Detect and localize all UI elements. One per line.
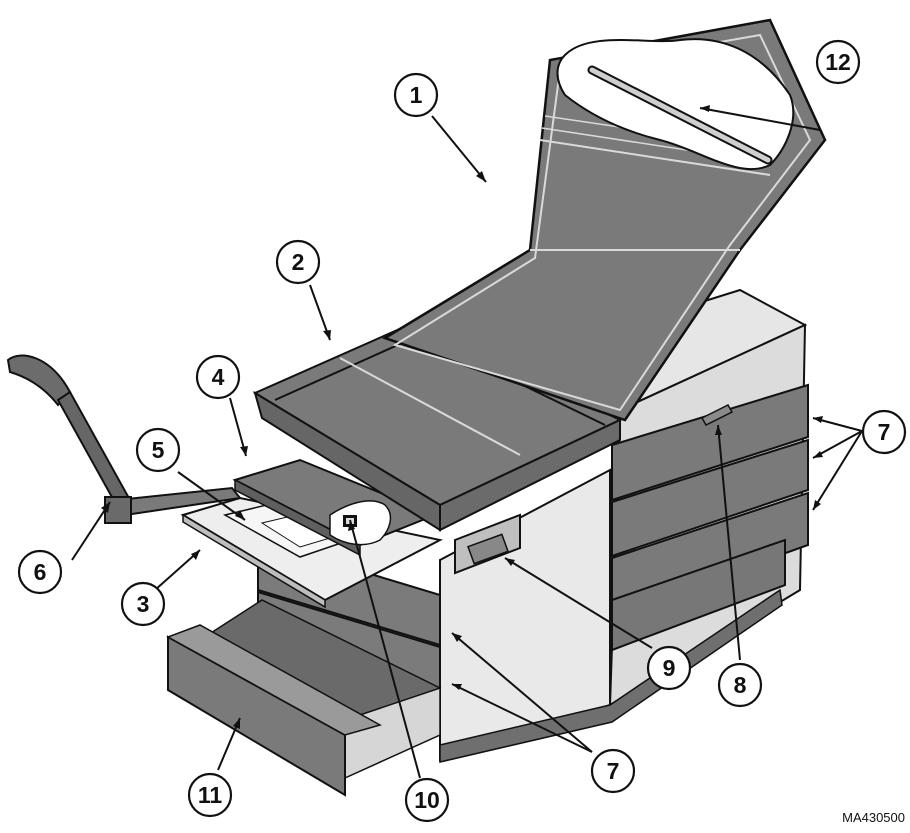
callout-12: 12 xyxy=(815,39,861,85)
seat-cushion-side xyxy=(439,418,621,532)
stirrup-arm xyxy=(56,390,132,510)
callout-1-label: 1 xyxy=(410,82,423,108)
step-drawer xyxy=(166,599,442,797)
callout-5-label: 5 xyxy=(152,437,165,463)
stirrup-clamp xyxy=(104,496,132,524)
callout-7-right-label: 7 xyxy=(878,419,891,445)
callout-5: 5 xyxy=(135,427,181,473)
cabinet-base xyxy=(439,588,783,763)
release-handle xyxy=(700,404,734,426)
step-drawer-top-edge xyxy=(166,624,382,736)
callout-8: 8 xyxy=(717,662,763,708)
callout-7-right: 7 xyxy=(861,409,907,455)
figure-code: MA430500 xyxy=(842,810,905,825)
callout-12-label: 12 xyxy=(825,49,851,75)
callout-1: 1 xyxy=(393,72,439,118)
callout-2: 2 xyxy=(275,239,321,285)
callout-9: 9 xyxy=(646,645,692,691)
callout-10: 10 xyxy=(404,777,450,823)
right-drawer-lower xyxy=(611,538,786,652)
callout-4: 4 xyxy=(195,354,241,400)
tray-front-edge xyxy=(182,513,326,609)
callout-7-bottom-label: 7 xyxy=(607,758,620,784)
callout-7-bottom: 7 xyxy=(590,748,636,794)
receptacle xyxy=(454,513,521,575)
footrest-tray xyxy=(180,496,443,609)
right-drawer-middle xyxy=(611,438,809,558)
callout-4-label: 4 xyxy=(212,364,225,390)
callout-11-label: 11 xyxy=(198,782,223,808)
callout-8-label: 8 xyxy=(734,672,747,698)
callout-6: 6 xyxy=(17,549,63,595)
callout-3: 3 xyxy=(120,581,166,627)
right-drawers xyxy=(611,383,809,652)
backrest-cutaway xyxy=(556,38,795,171)
callout-9-label: 9 xyxy=(663,655,676,681)
callout-11: 11 xyxy=(187,772,233,818)
callout-10-label: 10 xyxy=(414,787,440,813)
right-drawer-top xyxy=(611,383,809,502)
callout-2-label: 2 xyxy=(292,249,305,275)
callout-3-label: 3 xyxy=(137,591,150,617)
leader-lines xyxy=(71,105,863,779)
backrest xyxy=(382,18,827,422)
callout-6-label: 6 xyxy=(34,559,47,585)
